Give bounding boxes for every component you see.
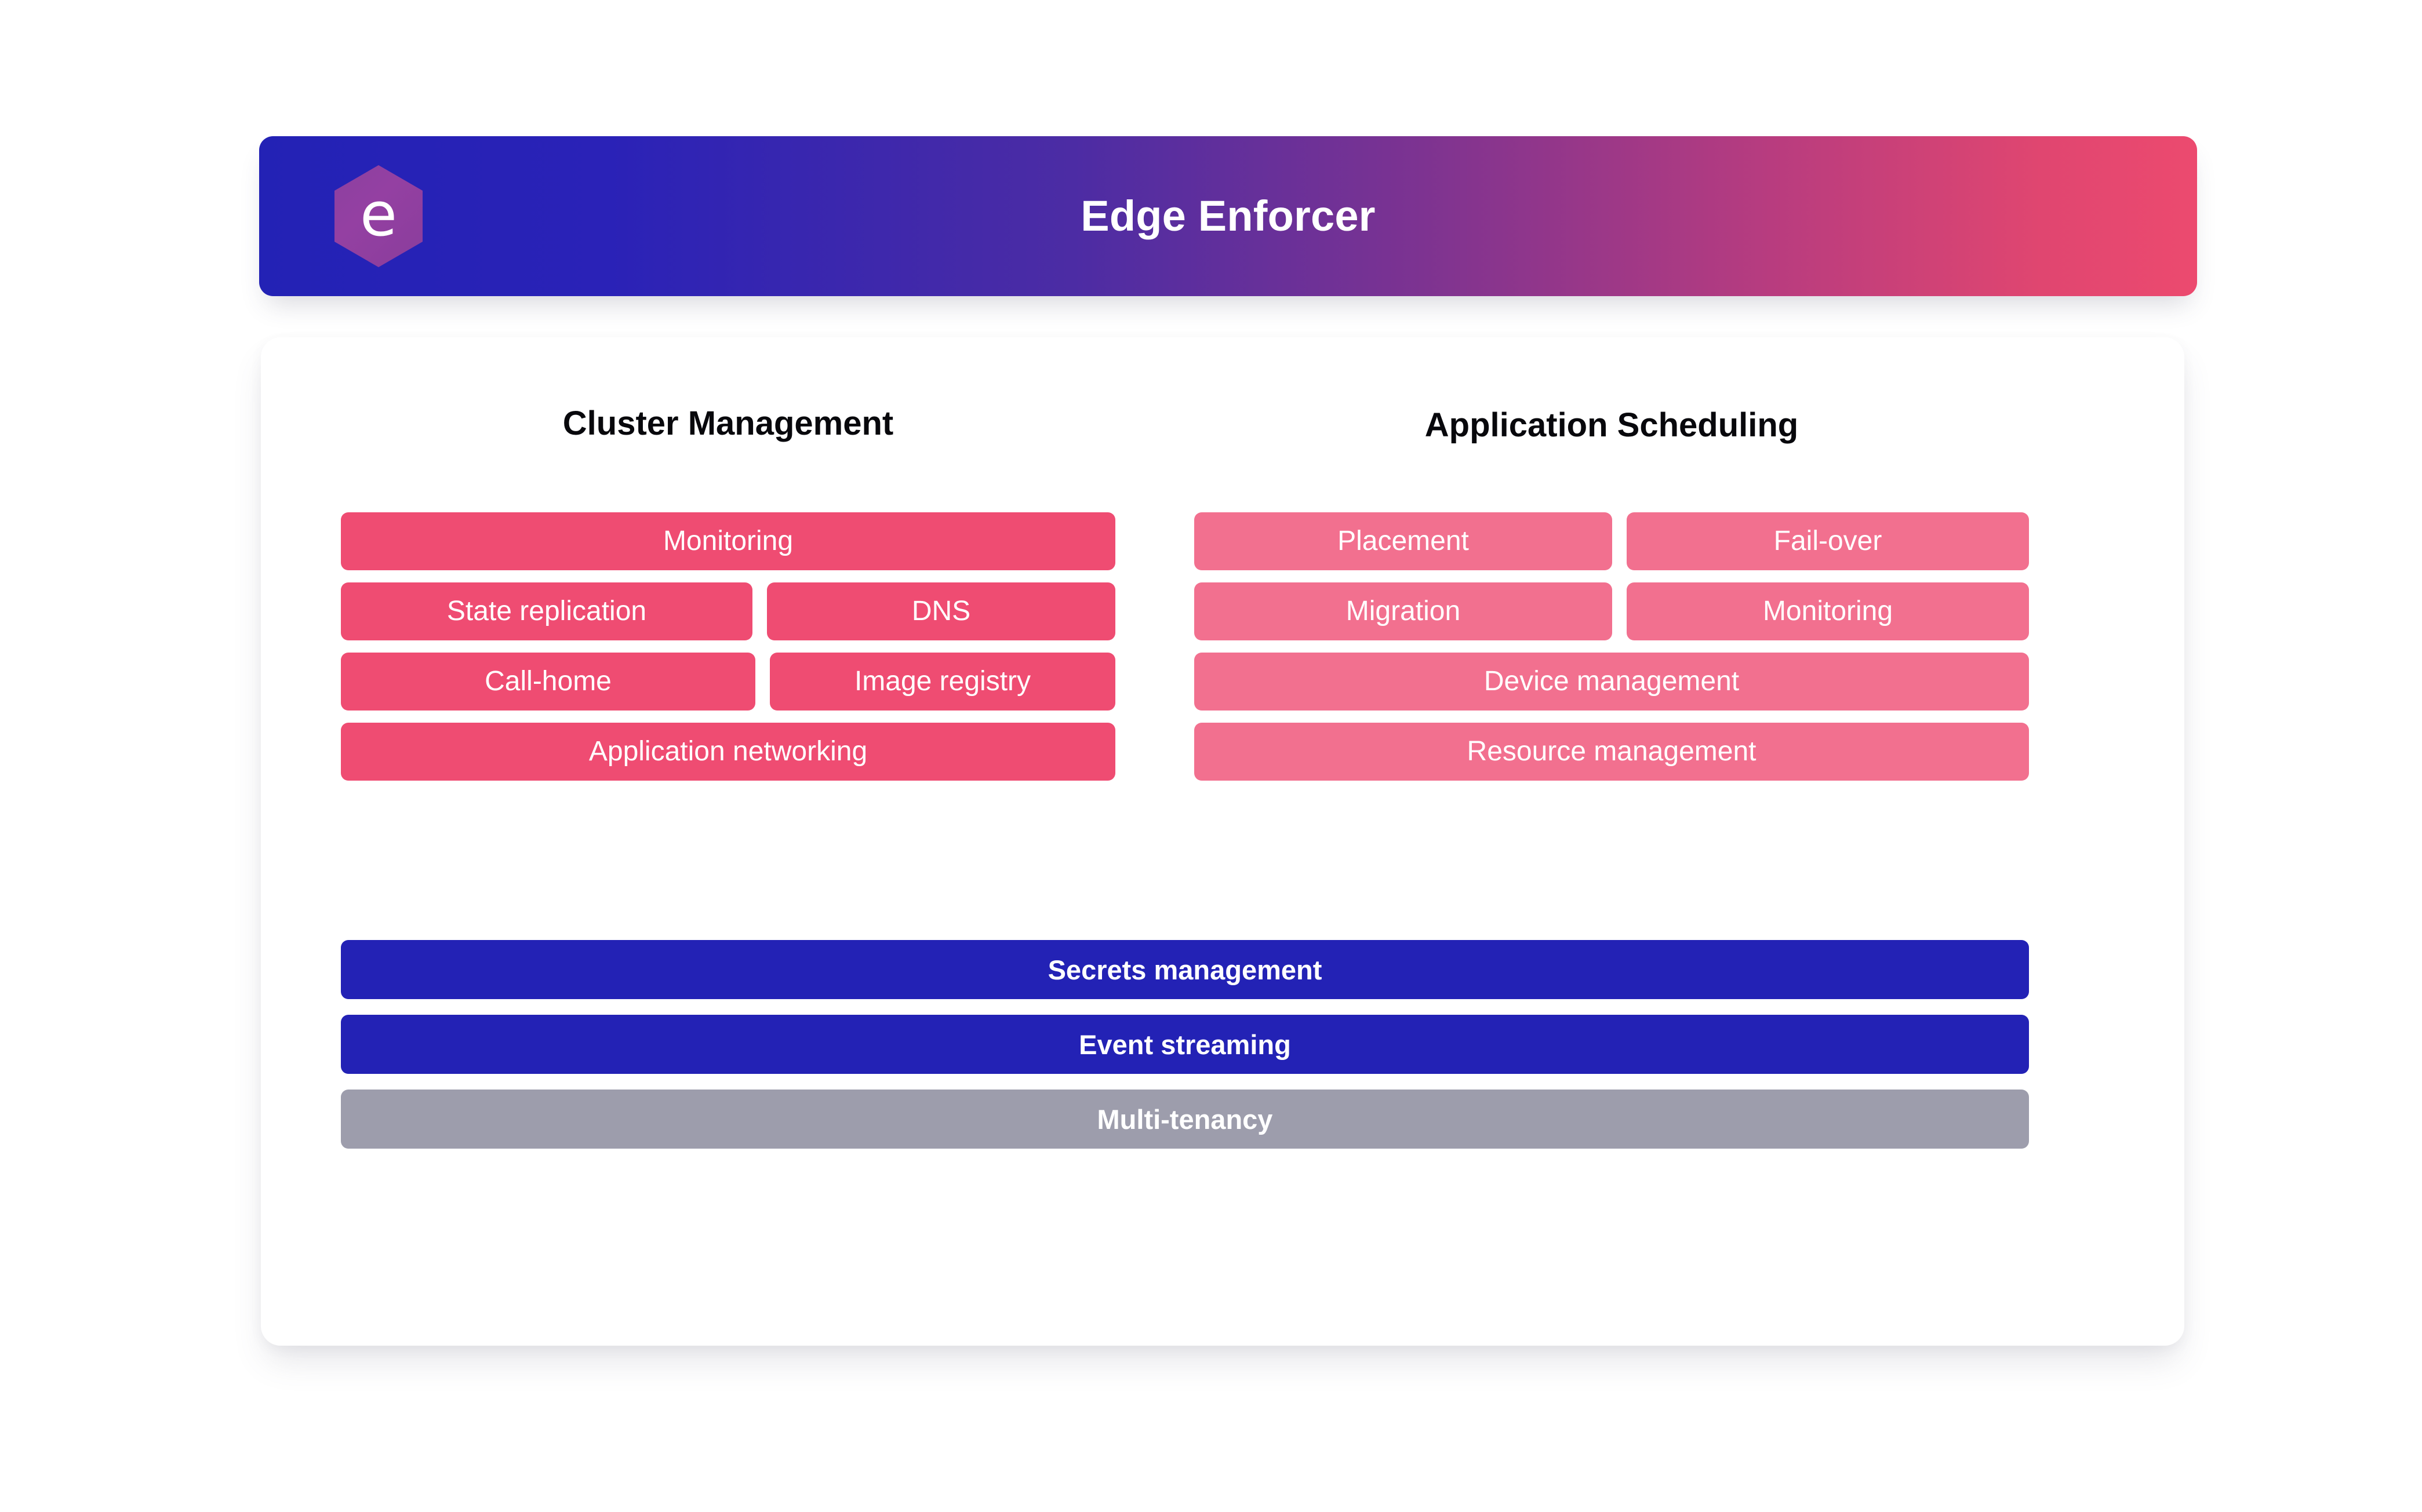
pill-device-management[interactable]: Device management	[1194, 653, 2029, 711]
logo-letter: e	[360, 179, 397, 250]
column-heading-application-scheduling: Application Scheduling	[1424, 406, 1799, 444]
content-card: Cluster Management Application Schedulin…	[261, 337, 2184, 1346]
page-title: Edge Enforcer	[1081, 192, 1376, 240]
bar-multi-tenancy[interactable]: Multi-tenancy	[341, 1090, 2029, 1149]
pill-row: State replication DNS	[341, 582, 1115, 640]
pill-resource-management[interactable]: Resource management	[1194, 723, 2029, 781]
header-banner: e Edge Enforcer	[259, 136, 2197, 296]
hexagon-shape: e	[334, 165, 423, 267]
pill-row: Monitoring	[341, 512, 1115, 570]
pill-image-registry[interactable]: Image registry	[770, 653, 1115, 711]
pill-monitoring-app[interactable]: Monitoring	[1627, 582, 2029, 640]
pill-monitoring[interactable]: Monitoring	[341, 512, 1115, 570]
pill-row: Resource management	[1194, 723, 2029, 781]
pill-placement[interactable]: Placement	[1194, 512, 1612, 570]
pill-application-networking[interactable]: Application networking	[341, 723, 1115, 781]
pill-call-home[interactable]: Call-home	[341, 653, 755, 711]
pill-state-replication[interactable]: State replication	[341, 582, 752, 640]
bar-event-streaming[interactable]: Event streaming	[341, 1015, 2029, 1074]
pill-row: Placement Fail-over	[1194, 512, 2029, 570]
cluster-management-grid: Monitoring State replication DNS Call-ho…	[341, 512, 1115, 781]
pill-migration[interactable]: Migration	[1194, 582, 1612, 640]
pill-row: Device management	[1194, 653, 2029, 711]
foundation-bars: Secrets management Event streaming Multi…	[341, 940, 2029, 1149]
bar-secrets-management[interactable]: Secrets management	[341, 940, 2029, 999]
pill-dns[interactable]: DNS	[767, 582, 1115, 640]
pill-fail-over[interactable]: Fail-over	[1627, 512, 2029, 570]
column-heading-cluster-management: Cluster Management	[562, 405, 894, 442]
pill-row: Call-home Image registry	[341, 653, 1115, 711]
hexagon-e-logo-icon: e	[334, 165, 423, 267]
pill-row: Migration Monitoring	[1194, 582, 2029, 640]
application-scheduling-grid: Placement Fail-over Migration Monitoring…	[1194, 512, 2029, 781]
pill-row: Application networking	[341, 723, 1115, 781]
